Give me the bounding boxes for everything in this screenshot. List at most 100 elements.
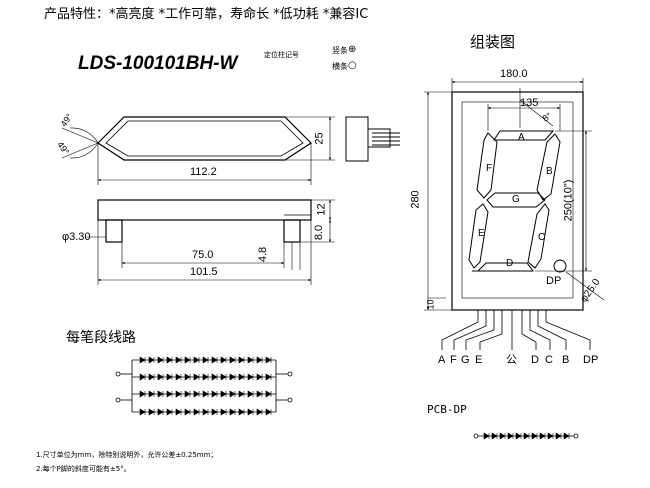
segment-height: 25 (313, 132, 326, 145)
overall-length: 101.5 (190, 266, 218, 278)
led-diode (157, 408, 164, 416)
note-2: 2.每个P脚的斜度可能有±5°。 (36, 465, 131, 473)
pin-g: G (461, 354, 470, 366)
pin-a: A (438, 354, 446, 366)
segment-b-label: B (546, 166, 553, 177)
led-diode (148, 408, 155, 416)
led-diode (247, 408, 254, 416)
led-diode (547, 432, 554, 440)
assembly-body (451, 91, 584, 311)
assembly-width: 180.0 (500, 68, 528, 80)
side-dimension-lines (86, 199, 335, 285)
segment-dimension-lines (61, 116, 335, 185)
led-diode (184, 356, 191, 364)
feature-list: 产品特性：*高亮度 *工作可靠，寿命长 *低功耗 *兼容IC (44, 7, 369, 22)
pin-d: D (531, 354, 539, 366)
led-diode (148, 390, 155, 398)
led-diode (139, 356, 146, 364)
led-diode (202, 373, 209, 381)
segment-d-label: D (506, 258, 514, 269)
segment-circuit (115, 359, 293, 413)
led-diode (531, 432, 538, 440)
led-diode (256, 373, 263, 381)
led-diode (523, 432, 530, 440)
led-diode (247, 373, 254, 381)
assembly-title: 组装图 (470, 33, 516, 51)
led-diode (247, 390, 254, 398)
led-diode (229, 390, 236, 398)
led-diode (256, 408, 263, 416)
led-diode (157, 390, 164, 398)
led-diode (148, 373, 155, 381)
led-diode (175, 390, 182, 398)
circle-icon: ○ (348, 60, 357, 71)
led-diode (211, 408, 218, 416)
pin-dp: DP (583, 354, 599, 366)
led-diode (193, 390, 200, 398)
led-diode (220, 408, 227, 416)
led-diode (193, 356, 200, 364)
circuit-title: 每笔段线路 (66, 330, 136, 346)
led-diode (202, 390, 209, 398)
led-diode (220, 356, 227, 364)
led-diode (507, 432, 514, 440)
model-number: LDS-100101BH-W (78, 53, 238, 74)
led-diode (139, 390, 146, 398)
segment-f-label: F (486, 163, 493, 174)
assembly-pin-leads (441, 310, 591, 350)
led-diode (193, 373, 200, 381)
bottom-margin: 10 (425, 299, 436, 310)
led-diode (238, 356, 245, 364)
led-diode (491, 432, 498, 440)
led-diode (202, 356, 209, 364)
led-diode (184, 408, 191, 416)
led-diode (238, 408, 245, 416)
led-diode (265, 390, 272, 398)
segment-length: 112.2 (190, 166, 217, 178)
digit-height: 250(10") (562, 179, 575, 222)
led-diode (555, 432, 562, 440)
pin-diameter: φ3.30 (62, 231, 91, 243)
led-diode (265, 356, 272, 364)
led-diode (184, 390, 191, 398)
pin-b: B (562, 354, 570, 366)
led-diode (229, 408, 236, 416)
segment-a-label: A (518, 132, 525, 143)
led-diode (166, 373, 173, 381)
pin-common: 公 (506, 354, 517, 366)
led-diode (184, 373, 191, 381)
led-diode (515, 432, 522, 440)
assembly-dimension-lines (424, 78, 605, 311)
led-diode (229, 356, 236, 364)
led-diode (265, 373, 272, 381)
led-diode (157, 356, 164, 364)
side-height-12: 12 (315, 203, 328, 216)
legend-title: 定位柱记号 (264, 51, 299, 59)
assembly-height: 280 (409, 190, 422, 209)
led-diode (499, 432, 506, 440)
led-diode (229, 373, 236, 381)
led-diode (175, 356, 182, 364)
led-diode (211, 390, 218, 398)
dp-label: DP (546, 275, 562, 287)
led-diode (211, 373, 218, 381)
led-diode (256, 356, 263, 364)
led-diode (175, 408, 182, 416)
led-diode (220, 390, 227, 398)
pcb-title: PCB-DP (427, 403, 467, 416)
assembly-digit (468, 130, 567, 273)
pin-e: E (475, 354, 483, 366)
led-diode (157, 373, 164, 381)
pin-spacing: 75.0 (192, 249, 214, 261)
segment-outline (97, 116, 312, 161)
led-chain (139, 356, 272, 416)
segment-e-label: E (478, 228, 485, 239)
led-diode (539, 432, 546, 440)
led-diode (238, 373, 245, 381)
led-diode (166, 408, 173, 416)
led-diode (139, 408, 146, 416)
note-1: 1.尺寸单位为mm，除特别说明外，允许公差±0.25mm； (36, 451, 218, 459)
led-diode (211, 356, 218, 364)
pin-f: F (450, 354, 457, 366)
led-diode (202, 408, 209, 416)
